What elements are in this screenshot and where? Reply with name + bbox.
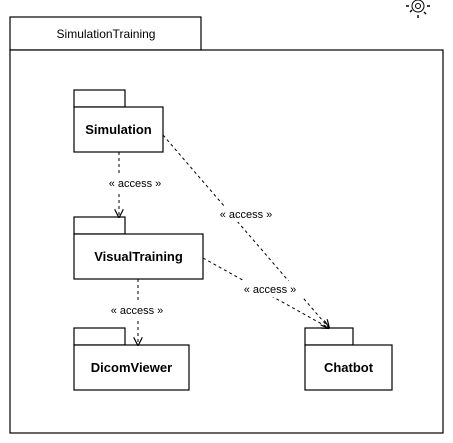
gear-icon[interactable] bbox=[406, 0, 430, 18]
package-label: Simulation bbox=[85, 122, 152, 137]
package-label: DicomViewer bbox=[91, 360, 172, 375]
svg-text:« access »: « access » bbox=[109, 178, 162, 190]
package-body bbox=[73, 233, 204, 280]
dependency-label-visualtraining-chatbot: « access » bbox=[235, 281, 305, 297]
package-body bbox=[304, 344, 393, 391]
outer-package-label: SimulationTraining bbox=[57, 27, 156, 41]
package-tab bbox=[73, 327, 126, 346]
svg-text:« access »: « access » bbox=[220, 209, 273, 221]
package-label: Chatbot bbox=[324, 360, 374, 375]
package-label: VisualTraining bbox=[94, 249, 183, 264]
dependency-label-visualtraining-dicomviewer: « access » bbox=[102, 302, 172, 318]
svg-text:« access »: « access » bbox=[244, 284, 297, 296]
package-body bbox=[73, 344, 190, 391]
package-chatbot[interactable]: Chatbot bbox=[304, 327, 393, 391]
package-tab bbox=[304, 327, 354, 346]
outer-package-tab bbox=[9, 16, 202, 51]
package-dicomviewer[interactable]: DicomViewer bbox=[73, 327, 190, 391]
package-tab bbox=[73, 216, 126, 235]
package-tab bbox=[73, 89, 126, 108]
dependency-label-simulation-visualtraining: « access » bbox=[100, 175, 170, 191]
svg-text:« access »: « access » bbox=[111, 305, 164, 317]
dependency-label-simulation-chatbot: « access » bbox=[211, 206, 281, 222]
package-visualtraining[interactable]: VisualTraining bbox=[73, 216, 204, 280]
